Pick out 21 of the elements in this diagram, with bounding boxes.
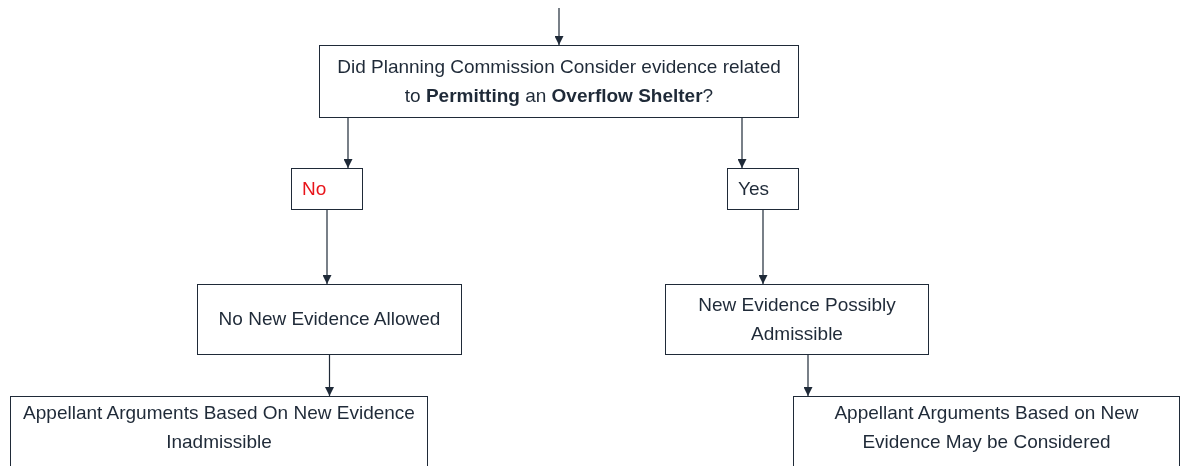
answer-box [727, 168, 799, 210]
arrow [758, 209, 768, 285]
box-text: Did Planning Commission Consider evidence related to Permitting an Overflow Shelter? [336, 55, 782, 108]
process-box [10, 396, 428, 466]
process-box [793, 396, 1180, 466]
arrow [554, 7, 564, 46]
box-text: No [302, 176, 327, 201]
arrow [325, 354, 334, 397]
arrow [737, 117, 747, 169]
process-box [197, 284, 462, 355]
decision-box [319, 45, 799, 118]
arrow [343, 117, 353, 169]
arrow [322, 209, 332, 285]
box-text: No New Evidence Allowed [218, 307, 441, 332]
box-text: Appellant Arguments Based On New Evidence Inadmissible [22, 401, 416, 454]
box-text: Yes [738, 176, 769, 201]
box-text: Appellant Arguments Based on New Evidence May be Considered [833, 401, 1140, 454]
box-text: New Evidence Possibly Admissible [697, 293, 897, 346]
process-box [665, 284, 929, 355]
arrow [803, 354, 813, 397]
answer-box [291, 168, 363, 210]
